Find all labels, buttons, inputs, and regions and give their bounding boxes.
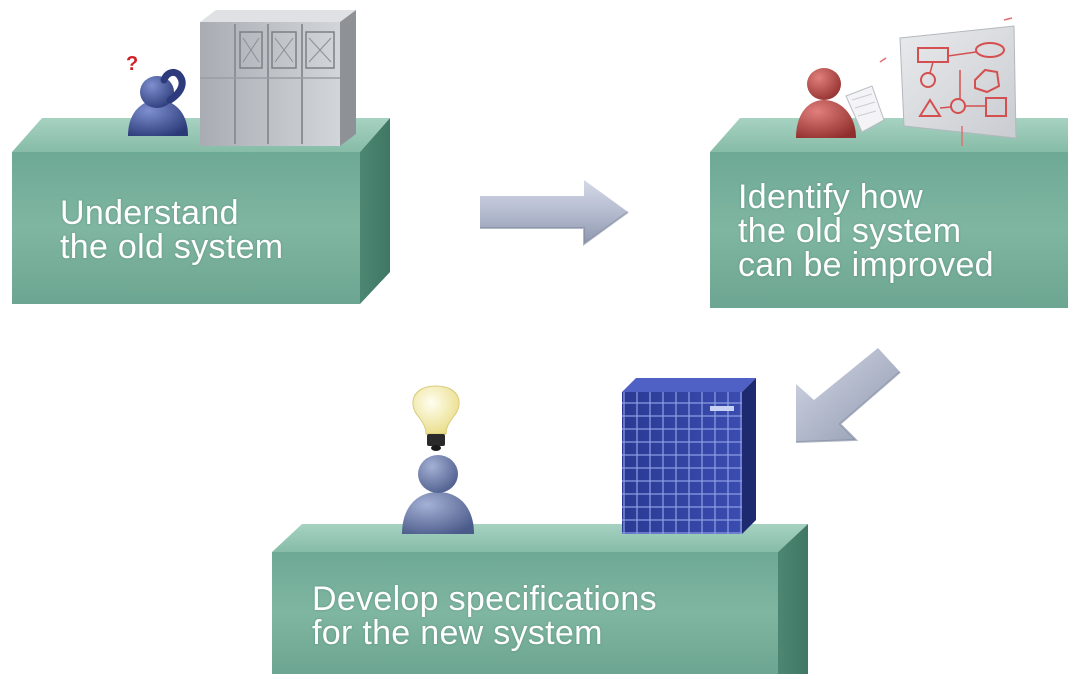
step-3-box-side bbox=[778, 524, 808, 674]
flowchart-board-icon bbox=[879, 17, 1017, 146]
step-2-label-line-1: Identify how bbox=[738, 178, 924, 216]
step-1-label-line-2: the old system bbox=[60, 228, 284, 266]
step-1-box-front bbox=[12, 152, 360, 304]
step-3-label: Develop specifications for the new syste… bbox=[312, 582, 657, 650]
step-2-label-line-3: can be improved bbox=[738, 246, 994, 284]
arrow-down-left-icon bbox=[795, 348, 901, 443]
designer-person-icon bbox=[402, 455, 474, 534]
step-3-label-line-2: for the new system bbox=[312, 614, 603, 652]
arrow-right-icon bbox=[480, 180, 629, 246]
new-server-icon bbox=[622, 378, 756, 534]
legacy-cabinet-icon bbox=[200, 10, 356, 146]
analyst-person-icon bbox=[796, 68, 885, 138]
step-1-box bbox=[12, 118, 390, 304]
step-3-box-front bbox=[272, 552, 778, 674]
step-1-label-line-1: Understand bbox=[60, 194, 239, 232]
step-3-label-line-1: Develop specifications bbox=[312, 580, 657, 618]
light-bulb-icon bbox=[412, 385, 460, 451]
step-2-label-line-2: the old system bbox=[738, 212, 962, 250]
confused-person-icon bbox=[128, 68, 188, 136]
question-mark: ? bbox=[126, 53, 138, 75]
step-1-label: Understand the old system bbox=[60, 196, 283, 264]
step-2-box-front bbox=[710, 152, 1068, 308]
step-1-box-side bbox=[360, 118, 390, 304]
step-2-label: Identify how the old system can be impro… bbox=[738, 180, 994, 282]
